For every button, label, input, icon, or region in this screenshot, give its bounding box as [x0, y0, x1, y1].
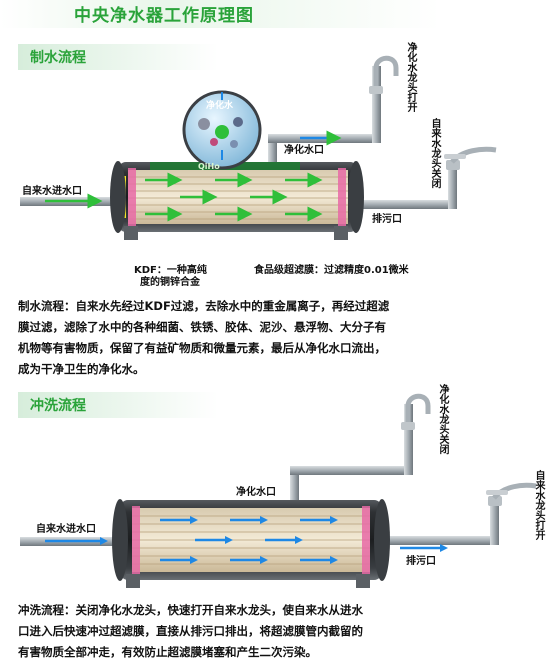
label-tap-closed: 净化水龙头关闭: [437, 384, 448, 454]
faucet-icon: [401, 393, 431, 430]
faucet-icon: [486, 482, 537, 506]
section2-heading: 冲洗流程: [30, 398, 86, 414]
label-tap-water-closed: 自来水龙头关闭: [429, 118, 440, 188]
label-tap-water-open: 自来水龙头打开: [533, 470, 544, 540]
label-inlet-2: 自来水进水口: [36, 524, 96, 535]
faucet-icon: [444, 146, 497, 170]
label-tap-open: 净化水龙头打开: [405, 42, 416, 112]
upper-diagram: [20, 55, 497, 240]
section1-heading: 制水流程: [30, 50, 86, 66]
tank-logo: QiHo: [198, 162, 220, 171]
section2-header: 冲洗流程: [18, 392, 218, 418]
label-drain: 排污口: [372, 214, 402, 225]
label-kdf-line2: 度的铜锌合金: [140, 277, 200, 288]
label-inlet: 自来水进水口: [22, 186, 82, 197]
section1-description: 制水流程：自来水先经过KDF过滤，去除水中的重金属离子，再经过超滤 膜过滤，滤除…: [18, 296, 538, 380]
section2-desc-line: 口进入后快速冲过超滤膜，直接从排污口排出，将超滤膜管内截留的: [18, 624, 363, 638]
title-bar: 中央净水器工作原理图: [0, 0, 551, 28]
flow-arrows-blue: [45, 518, 440, 562]
lower-diagram: [20, 393, 537, 588]
membrane-bundle: [128, 170, 348, 224]
magnifier-icon: [182, 90, 262, 170]
section2-desc-line: 冲洗流程：关闭净化水龙头，快速打开自来水龙头，使自来水从进水: [18, 603, 363, 617]
label-magnifier: 净化水: [206, 101, 234, 111]
flow-arrows-green: [45, 172, 323, 222]
section1-desc-line: 机物等有害物质，保留了有益矿物质和微量元素，最后从净化水口流出，: [18, 341, 386, 355]
drain-pipe: [354, 200, 454, 209]
section1-desc-line: 膜过滤，滤除了水中的各种细菌、铁锈、胶体、泥沙、悬浮物、大分子有: [18, 320, 386, 334]
section2-desc-line: 有害物质全部冲走，有效防止超滤膜堵塞和产生二次污染。: [18, 645, 317, 659]
label-purified-outlet-2: 净化水口: [236, 487, 276, 498]
label-membrane: 食品级超滤膜：过滤精度0.01微米: [254, 265, 409, 276]
section1-header: 制水流程: [18, 44, 218, 70]
section2-description: 冲洗流程：关闭净化水龙头，快速打开自来水龙头，使自来水从进水 口进入后快速冲过超…: [18, 600, 538, 663]
drain-pipe-2: [380, 536, 496, 545]
page-title: 中央净水器工作原理图: [74, 6, 254, 26]
section1-desc-line: 成为干净卫生的净化水。: [18, 362, 145, 376]
label-purified-outlet: 净化水口: [284, 145, 324, 156]
label-drain-2: 排污口: [406, 556, 436, 567]
section1-desc-line: 制水流程：自来水先经过KDF过滤，去除水中的重金属离子，再经过超滤: [18, 299, 390, 313]
label-kdf-line1: KDF：一种高纯: [134, 265, 207, 276]
faucet-icon: [369, 55, 399, 94]
